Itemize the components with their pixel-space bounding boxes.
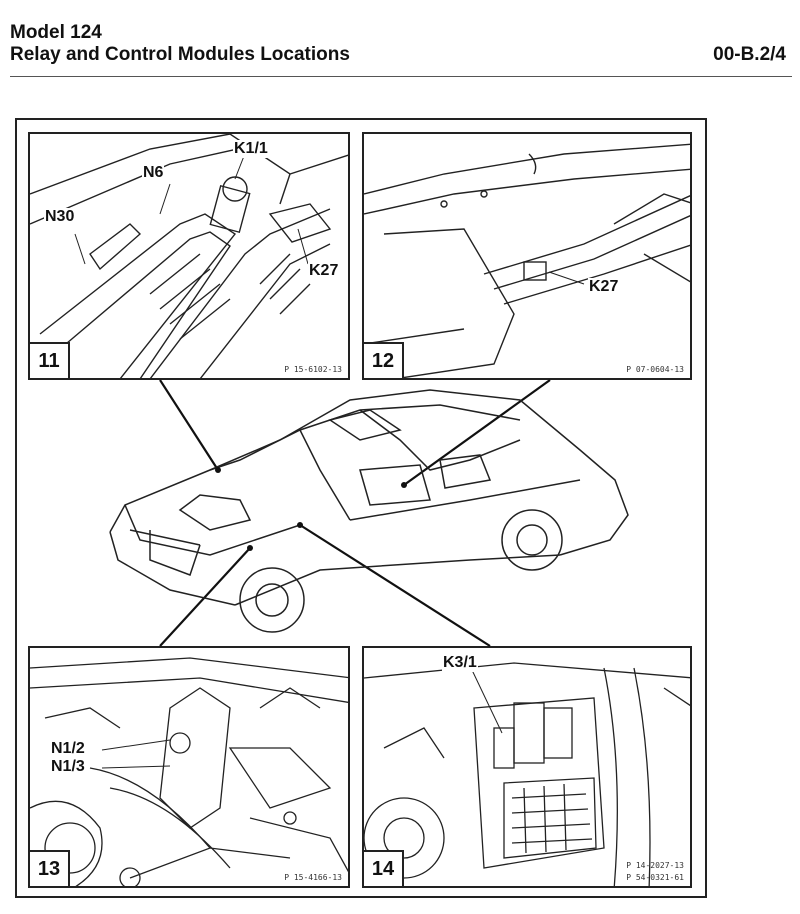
leader-line-11 (159, 379, 219, 471)
model-title: Model 124 (10, 22, 102, 43)
engine-bay-drawing-12 (364, 143, 690, 378)
illustration-frame (15, 118, 707, 898)
label-n1-2: N1/2 (50, 740, 86, 758)
panel-13: N1/2 N1/3 13 P 15-4166-13 (28, 646, 350, 888)
label-k3-1: K3/1 (442, 654, 478, 672)
panel-ref: P 07-0604-13 (626, 365, 684, 374)
car-body (109, 389, 629, 633)
panel-12: K27 12 P 07-0604-13 (362, 132, 692, 380)
panel-ref-secondary: P 14-2027-13 (626, 861, 684, 870)
label-k27: K27 (308, 262, 340, 280)
panel-ref: P 15-4166-13 (284, 873, 342, 882)
engine-bay-drawing-13 (30, 657, 348, 886)
label-n1-3: N1/3 (50, 758, 86, 776)
leader-line-14 (299, 524, 491, 647)
leader-line-13 (159, 547, 251, 647)
panel-number: 13 (30, 850, 70, 886)
panel-number: 12 (364, 342, 404, 378)
header-rule (10, 76, 792, 77)
page-title: Relay and Control Modules Locations (10, 44, 350, 65)
page-code: 00-B.2/4 (713, 44, 786, 65)
panel-number: 14 (364, 850, 404, 886)
panel-number: 11 (30, 342, 70, 378)
panel-ref: P 15-6102-13 (284, 365, 342, 374)
label-k1-1: K1/1 (233, 140, 269, 158)
label-n6: N6 (142, 164, 165, 182)
panel-11: K1/1 N6 N30 K27 11 P 15-6102-13 (28, 132, 350, 380)
fuse-box-drawing-14 (364, 662, 690, 886)
label-k27-12: K27 (588, 278, 620, 296)
page-header: Model 124 Relay and Control Modules Loca… (10, 22, 350, 66)
label-n30: N30 (44, 208, 76, 226)
panel-14: K3/1 14 P 14-2027-13 P 54-0321-61 (362, 646, 692, 888)
panel-ref: P 54-0321-61 (626, 873, 684, 882)
